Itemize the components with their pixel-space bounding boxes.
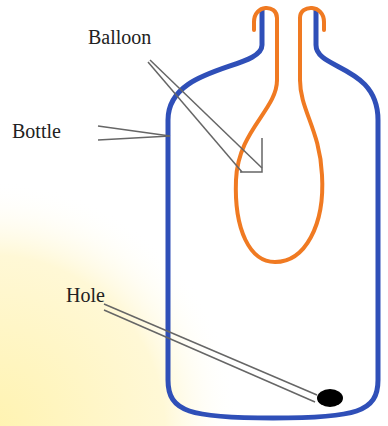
leader-line xyxy=(148,62,242,172)
leader-line xyxy=(104,304,317,395)
part-label: Balloon xyxy=(88,26,151,48)
part-label: Hole xyxy=(66,284,105,306)
leader-line xyxy=(98,126,170,136)
balloon-lip xyxy=(254,8,277,80)
leader-line xyxy=(104,310,315,402)
part-label: Bottle xyxy=(12,120,61,142)
balloon-lip xyxy=(300,8,324,80)
balloon-outline xyxy=(236,80,322,262)
hole-mark xyxy=(317,389,343,407)
background-glow xyxy=(0,180,240,426)
leader-line xyxy=(98,136,170,140)
leader-lines xyxy=(98,60,317,402)
bottle-outline xyxy=(168,10,378,418)
leader-line xyxy=(150,60,262,168)
leader-bracket xyxy=(240,138,262,172)
